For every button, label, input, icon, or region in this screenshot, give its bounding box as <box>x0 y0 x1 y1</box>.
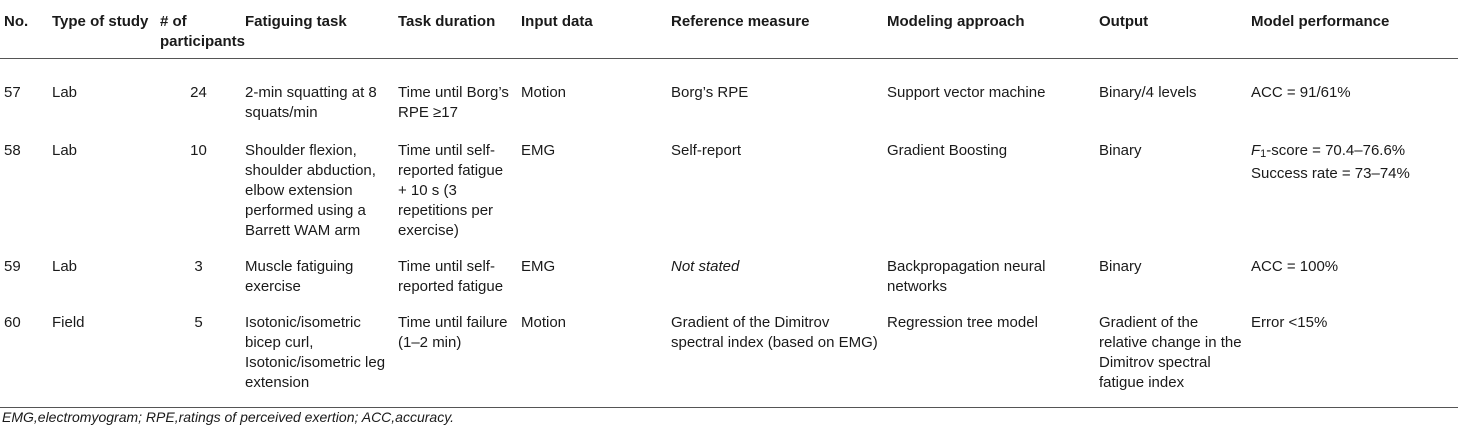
cell-no: 60 <box>4 314 21 331</box>
f-symbol: F <box>1251 142 1261 159</box>
performance-line: Success rate = 73–74% <box>1251 165 1410 182</box>
table-row: 58 Lab 10 Shoulder flexion, shoulder abd… <box>0 129 1458 245</box>
cell-task: Muscle fatiguing exercise <box>245 258 354 295</box>
data-table: No. Type of study # of participants Fati… <box>0 0 1458 408</box>
header-performance: Model performance <box>1251 13 1390 30</box>
cell-no: 57 <box>4 84 21 101</box>
header-model: Modeling approach <box>887 13 1025 30</box>
table-row: 57 Lab 24 2-min squatting at 8 squats/mi… <box>0 59 1458 130</box>
cell-task: Isotonic/isometric bicep curl, Isotonic/… <box>245 314 386 391</box>
cell-no: 59 <box>4 258 21 275</box>
cell-task: 2-min squatting at 8 squats/min <box>245 84 377 121</box>
cell-performance: Error <15% <box>1247 301 1458 408</box>
cell-reference: Self-report <box>671 142 742 159</box>
cell-model: Backpropagation neural networks <box>887 258 1046 295</box>
cell-participants: 10 <box>190 142 207 159</box>
cell-performance: ACC = 100% <box>1247 245 1458 301</box>
cell-model: Gradient Boosting <box>887 142 1008 159</box>
f-subscript: 1 <box>1260 148 1267 160</box>
cell-input: EMG <box>521 258 556 275</box>
header-duration: Task duration <box>398 13 496 30</box>
performance-line: ACC = 100% <box>1251 258 1339 275</box>
cell-type: Field <box>52 314 85 331</box>
cell-performance: ACC = 91/61% <box>1247 59 1458 130</box>
cell-duration: Time until self-reported fatigue <box>398 258 504 295</box>
cell-reference: Borg’s RPE <box>671 84 749 101</box>
cell-output: Binary <box>1099 258 1142 275</box>
header-row: No. Type of study # of participants Fati… <box>0 0 1458 59</box>
cell-duration: Time until self-reported fatigue + 10 s … <box>398 142 504 239</box>
header-no: No. <box>4 13 29 30</box>
cell-type: Lab <box>52 142 78 159</box>
cell-output: Binary <box>1099 142 1142 159</box>
performance-line: ACC = 91/61% <box>1251 84 1351 101</box>
header-participants: # of participants <box>160 13 246 50</box>
f-score-value: -score = 70.4–76.6% <box>1266 142 1406 159</box>
header-input: Input data <box>521 13 593 30</box>
performance-line: Error <15% <box>1251 314 1328 331</box>
cell-no: 58 <box>4 142 21 159</box>
performance-line: F1-score = 70.4–76.6% <box>1251 141 1454 164</box>
table-footnote: EMG,electromyogram; RPE,ratings of perce… <box>2 409 455 425</box>
cell-duration: Time until Borg’s RPE ≥17 <box>398 84 509 121</box>
cell-model: Regression tree model <box>887 314 1038 331</box>
cell-participants: 24 <box>190 84 207 101</box>
cell-duration: Time until failure (1–2 min) <box>398 314 508 351</box>
cell-participants: 5 <box>194 314 203 331</box>
header-reference: Reference measure <box>671 13 810 30</box>
cell-output: Gradient of the relative change in the D… <box>1099 314 1242 391</box>
header-task: Fatiguing task <box>245 13 347 30</box>
cell-input: Motion <box>521 314 567 331</box>
cell-input: EMG <box>521 142 556 159</box>
header-type: Type of study <box>52 13 149 30</box>
header-output: Output <box>1099 13 1149 30</box>
cell-reference: Gradient of the Dimitrov spectral index … <box>671 314 878 351</box>
table-row: 60 Field 5 Isotonic/isometric bicep curl… <box>0 301 1458 408</box>
cell-input: Motion <box>521 84 567 101</box>
table-row: 59 Lab 3 Muscle fatiguing exercise Time … <box>0 245 1458 301</box>
cell-type: Lab <box>52 258 78 275</box>
cell-participants: 3 <box>194 258 203 275</box>
cell-model: Support vector machine <box>887 84 1046 101</box>
cell-type: Lab <box>52 84 78 101</box>
cell-performance: F1-score = 70.4–76.6% Success rate = 73–… <box>1247 129 1458 245</box>
cell-output: Binary/4 levels <box>1099 84 1197 101</box>
cell-task: Shoulder flexion, shoulder abduction, el… <box>245 142 376 239</box>
cell-reference: Not stated <box>671 258 740 275</box>
